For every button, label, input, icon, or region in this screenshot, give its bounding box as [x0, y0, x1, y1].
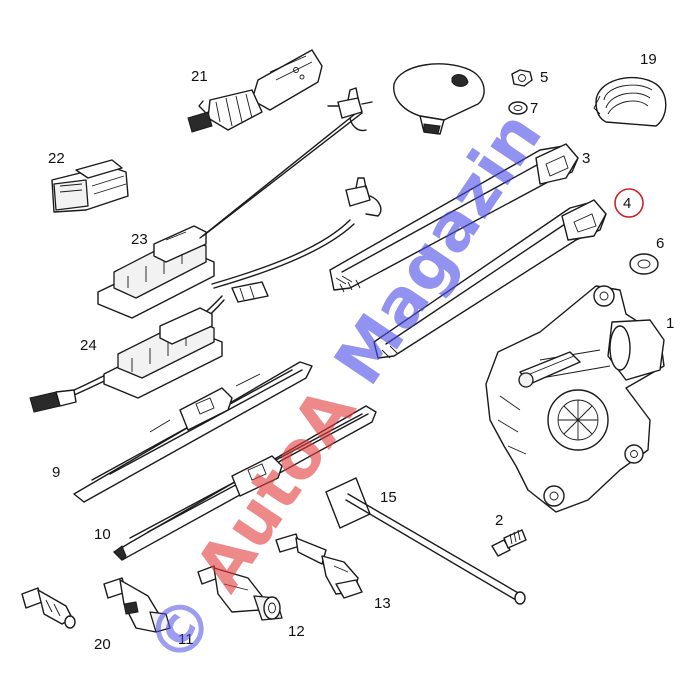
label-13: 13	[374, 595, 391, 612]
label-6: 6	[656, 235, 664, 252]
part-10-wiper-blade	[113, 405, 377, 561]
label-21: 21	[191, 68, 208, 85]
label-10: 10	[94, 526, 111, 543]
part-labels: 21 5 19 7 22 3 4 23 6 1 24 9 15 2 10 13 …	[48, 51, 674, 653]
part-12-connector	[197, 565, 283, 621]
label-20: 20	[94, 636, 111, 653]
part-6-grommet	[629, 253, 659, 275]
part-13-nozzle	[275, 533, 363, 599]
highlight-circle	[614, 188, 644, 218]
sensor-connector-top	[327, 87, 373, 132]
label-11: 11	[178, 631, 194, 648]
part-1-wiper-motor	[485, 285, 665, 513]
wire-harness	[69, 177, 382, 397]
part-24-light-unit	[29, 307, 223, 413]
part-7-washer	[508, 101, 528, 115]
motor-cap	[393, 63, 485, 135]
label-7: 7	[530, 100, 538, 117]
label-12: 12	[288, 623, 305, 640]
label-19: 19	[640, 51, 657, 68]
label-15: 15	[380, 489, 397, 506]
part-4-wiper-arm	[373, 199, 607, 359]
part-5-nut	[511, 69, 533, 87]
label-1: 1	[666, 315, 674, 332]
label-22: 22	[48, 150, 65, 167]
part-22-connector	[51, 159, 129, 213]
label-3: 3	[582, 150, 590, 167]
part-3-wiper-arm	[329, 143, 579, 293]
label-2: 2	[495, 512, 503, 529]
part-15-hose	[325, 477, 526, 605]
part-2-bolt	[491, 529, 527, 557]
part-19-seal	[593, 76, 667, 127]
label-24: 24	[80, 337, 97, 354]
part-21-wiper-switch	[187, 49, 323, 133]
label-23: 23	[131, 231, 148, 248]
label-4: 4	[623, 195, 631, 212]
label-9: 9	[52, 464, 60, 481]
part-9-wiper-blade	[73, 361, 313, 503]
part-23-switch-unit	[97, 109, 363, 319]
part-11-connector	[103, 577, 171, 633]
part-20-connector	[21, 587, 76, 629]
label-5: 5	[540, 69, 548, 86]
